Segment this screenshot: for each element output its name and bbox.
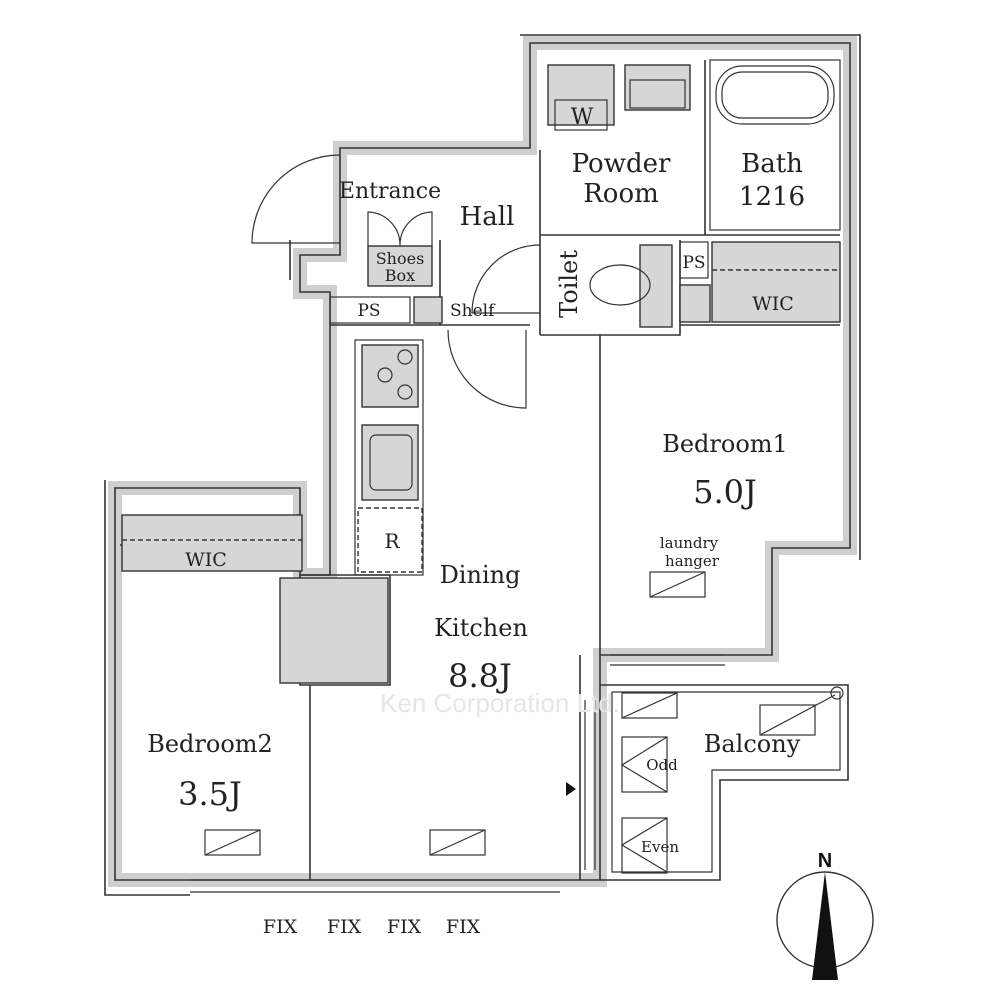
watermark: Ken Corporation Ltd.: [380, 688, 620, 718]
bedroom2-label: Bedroom2: [147, 730, 273, 758]
ps-label: PS: [357, 301, 380, 321]
bedroom1-window: [610, 654, 725, 666]
wic2-box: [121, 514, 303, 572]
basin-bowl: [629, 79, 686, 109]
column: [279, 577, 389, 684]
shoes-box-label: Box: [385, 266, 415, 285]
bath-box: [709, 59, 841, 231]
bedroom1-label: Bedroom1: [662, 430, 788, 458]
ps-hall-box: [329, 296, 411, 324]
burner-icon: [377, 367, 393, 383]
powder-room-label: Powder: [572, 149, 671, 179]
wic1-shelf: [679, 284, 711, 323]
bedroom2-size: 3.5J: [178, 775, 242, 813]
toilet-bowl: [589, 264, 651, 306]
fridge-space: [357, 507, 423, 573]
kitchen-counter: [354, 339, 424, 576]
wash-basin: [624, 64, 691, 111]
dining-kitchen-label: Dining: [440, 561, 521, 589]
powder-room-label: Room: [583, 179, 659, 209]
fix-label: FIX: [263, 916, 298, 938]
balcony-label: Balcony: [704, 730, 801, 758]
bathtub-inner: [721, 71, 829, 119]
bath-label: Bath: [741, 149, 803, 179]
hall-label: Hall: [460, 202, 515, 232]
north-arrow-icon: [812, 872, 838, 980]
stove: [361, 344, 419, 408]
shoes-box-label: Shoes: [376, 249, 425, 268]
toilet-door[interactable]: [471, 244, 541, 314]
entry-arrow-icon: [566, 782, 576, 796]
burner-icon: [397, 349, 413, 365]
dining-kitchen-label: Kitchen: [434, 614, 528, 642]
sink-bowl: [369, 434, 413, 491]
fridge-label: R: [384, 529, 400, 553]
dining-kitchen-size: 8.8J: [448, 657, 512, 695]
laundry-hanger-label: hanger: [665, 552, 720, 570]
entrance-door[interactable]: [251, 154, 341, 244]
shelf-box: [413, 296, 443, 324]
north-label: N: [818, 850, 832, 872]
wic-label: WIC: [185, 549, 227, 571]
kitchen-door[interactable]: [447, 329, 527, 409]
washer-area: [554, 99, 608, 131]
outer-wall-line: [114, 42, 851, 881]
even-label: Even: [641, 838, 679, 856]
laundry-hanger-label: laundry: [660, 534, 719, 552]
bathtub: [715, 65, 835, 125]
north-compass: N: [776, 850, 874, 980]
burner-icon: [397, 384, 413, 400]
fix-label: FIX: [327, 916, 362, 938]
ps-box: [679, 241, 709, 279]
washer-box: [547, 64, 615, 126]
bedroom1-size: 5.0J: [693, 473, 757, 511]
bath-size-label: 1216: [739, 182, 805, 212]
interior-walls: [120, 60, 840, 880]
wic-label: WIC: [752, 293, 794, 315]
fix-label: FIX: [446, 916, 481, 938]
balcony-door[interactable]: [584, 700, 596, 870]
ps-label: PS: [682, 253, 705, 273]
ac-units: [204, 571, 836, 874]
drain-icon: [830, 686, 844, 700]
toilet-label: Toilet: [555, 250, 583, 318]
shelf-label: Shelf: [450, 301, 496, 321]
odd-label: Odd: [646, 756, 678, 774]
shoes-box-doors[interactable]: [367, 211, 433, 247]
toilet-tank-area: [639, 244, 673, 328]
entrance-label: Entrance: [339, 179, 441, 204]
fix-label: FIX: [387, 916, 422, 938]
wic1-box: [711, 241, 841, 323]
fix-windows: [190, 879, 560, 893]
washer-label: W: [571, 105, 594, 130]
balcony-outline: [600, 684, 849, 881]
outer-wall-outer-line: [104, 34, 861, 896]
balcony-inner: [611, 691, 841, 873]
